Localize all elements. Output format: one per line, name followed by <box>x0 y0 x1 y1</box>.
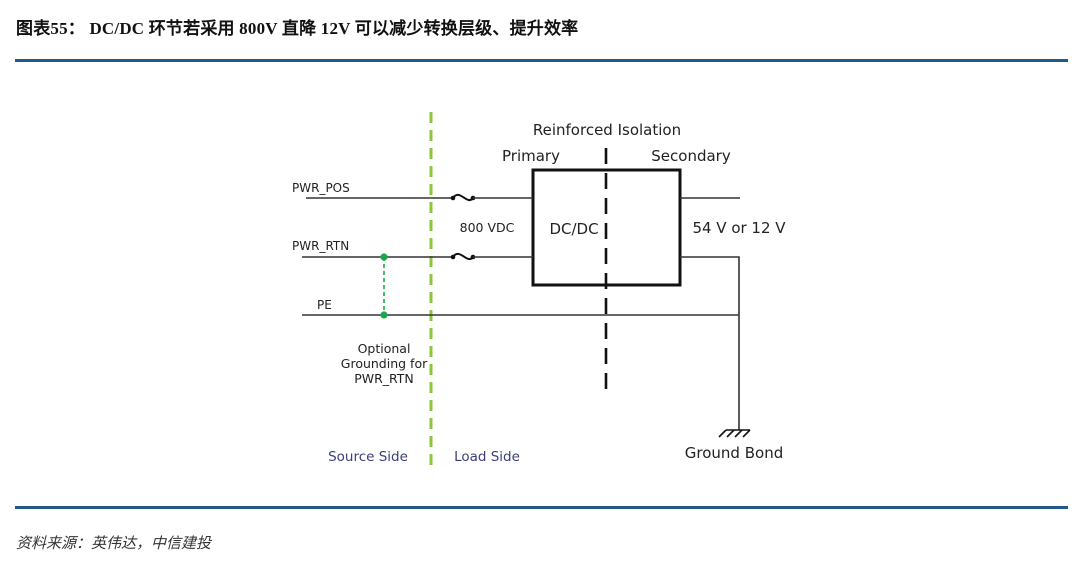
figure-title: 图表55： DC/DC 环节若采用 800V 直降 12V 可以减少转换层级、提… <box>16 19 579 38</box>
junction-dot <box>380 253 388 261</box>
optional-grounding-label: PWR_RTN <box>354 371 414 386</box>
converter-label: DC/DC <box>549 220 598 238</box>
fuse-icon <box>452 252 474 260</box>
optional-grounding-label: Optional <box>358 341 411 356</box>
dcdc-converter-box <box>531 168 682 287</box>
ground-bond-label: Ground Bond <box>685 444 783 462</box>
junction-dot <box>380 311 388 319</box>
output-voltage-label: 54 V or 12 V <box>692 219 786 237</box>
header-divider <box>15 59 1068 62</box>
pe-label: PE <box>317 298 332 312</box>
ground-icon <box>718 429 751 438</box>
fuse-icon <box>452 193 474 201</box>
source-side-label: Source Side <box>328 449 408 465</box>
load-side-label: Load Side <box>454 449 520 465</box>
source-note: 资料来源：英伟达，中信建投 <box>16 534 212 552</box>
footer-divider <box>15 506 1068 509</box>
input-voltage-label: 800 VDC <box>460 220 515 235</box>
secondary-label: Secondary <box>651 147 731 165</box>
optional-grounding-label: Grounding for <box>341 356 428 371</box>
output-return-wire <box>680 256 740 430</box>
pwr-rtn-label: PWR_RTN <box>292 239 349 253</box>
reinforced-isolation-label: Reinforced Isolation <box>533 121 681 139</box>
pwr-pos-label: PWR_POS <box>292 181 350 195</box>
primary-label: Primary <box>502 147 560 165</box>
